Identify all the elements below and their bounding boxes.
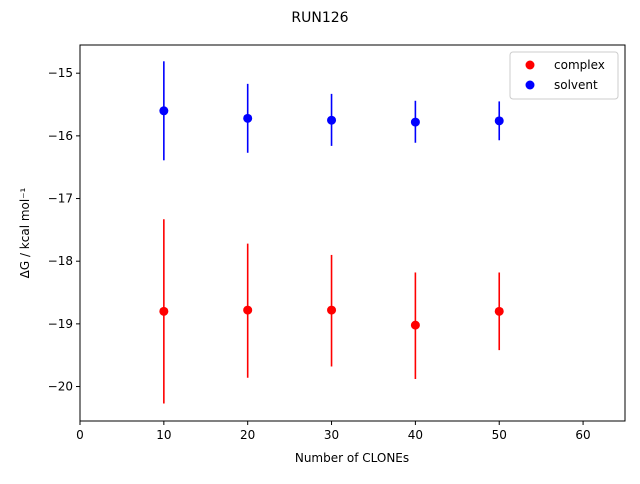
y-tick-label: −16 xyxy=(48,129,73,143)
complex-point xyxy=(159,306,169,316)
y-tick-label: −15 xyxy=(48,66,73,80)
solvent-point xyxy=(410,117,420,127)
chart-title: RUN126 xyxy=(291,10,348,26)
plot-area: 0 10 20 30 40 50 60 −20 −19 −18 −17 −16 −15 xyxy=(48,44,626,442)
x-tick-label: 20 xyxy=(240,428,255,442)
legend-label-complex: complex xyxy=(554,58,605,72)
legend-marker-solvent xyxy=(525,80,535,90)
y-axis-label: ΔG / kcal mol⁻¹ xyxy=(18,187,32,278)
legend-label-solvent: solvent xyxy=(554,78,598,92)
x-tick-label: 0 xyxy=(76,428,84,442)
x-tick-label: 40 xyxy=(408,428,423,442)
legend: complex solvent xyxy=(509,51,619,100)
complex-point xyxy=(410,320,420,330)
x-tick-label: 60 xyxy=(575,428,590,442)
y-tick-label: −20 xyxy=(48,380,73,394)
legend-marker-complex xyxy=(525,60,535,70)
complex-point xyxy=(327,305,337,315)
x-axis-label: Number of CLONEs xyxy=(295,451,409,465)
y-tick-label: −17 xyxy=(48,192,73,206)
complex-point xyxy=(494,306,504,316)
solvent-point xyxy=(243,113,253,123)
axes-frame xyxy=(79,44,626,422)
legend-box xyxy=(509,51,619,100)
x-tick-label: 50 xyxy=(492,428,507,442)
x-tick-label: 30 xyxy=(324,428,339,442)
solvent-point xyxy=(494,116,504,126)
solvent-point xyxy=(327,115,337,125)
complex-point xyxy=(243,305,253,315)
x-tick-label: 10 xyxy=(156,428,171,442)
y-tick-label: −19 xyxy=(48,317,73,331)
y-tick-label: −18 xyxy=(48,254,73,268)
solvent-point xyxy=(159,106,169,116)
